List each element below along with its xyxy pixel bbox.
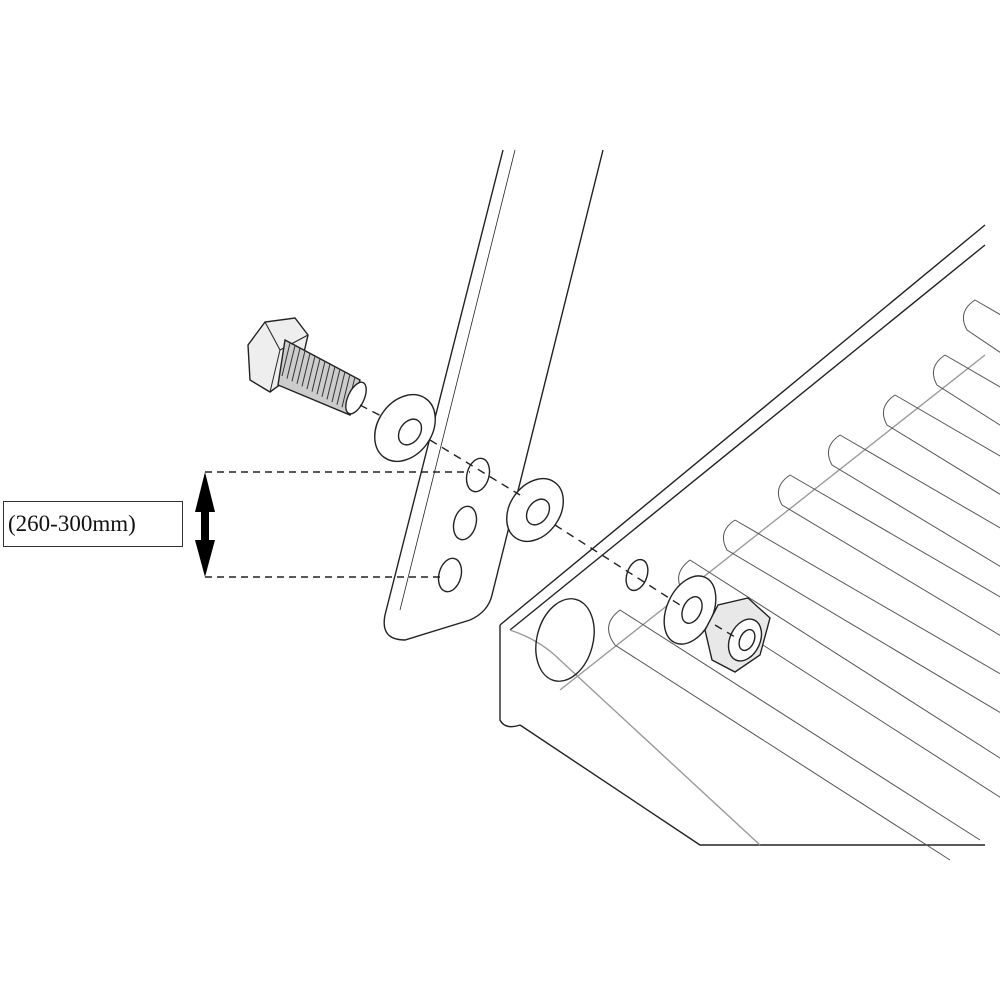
tray-slot [678,559,1000,798]
bracket-hole-top [465,457,491,493]
tray-slot [722,519,1000,713]
assembly-axis [359,404,741,641]
washer-2 [506,477,564,543]
tray-slot [777,474,1000,636]
washer-1 [374,393,436,463]
tray-slot [827,434,1000,567]
tray-slot [962,299,1000,353]
tray-slots [608,299,1000,861]
tray-slot [932,354,1000,426]
tray-slot [882,394,1000,495]
tray-slot [608,609,981,861]
double-arrow-icon [195,472,215,577]
tray [499,224,986,846]
mounting-bracket [383,149,604,641]
bolt [247,317,367,416]
hex-nut [704,597,771,673]
bracket-hole-bottom [437,557,463,593]
tray-hole [625,558,649,592]
dimension-label: (260-300mm) [3,501,183,547]
bracket-hole-middle [452,505,478,541]
